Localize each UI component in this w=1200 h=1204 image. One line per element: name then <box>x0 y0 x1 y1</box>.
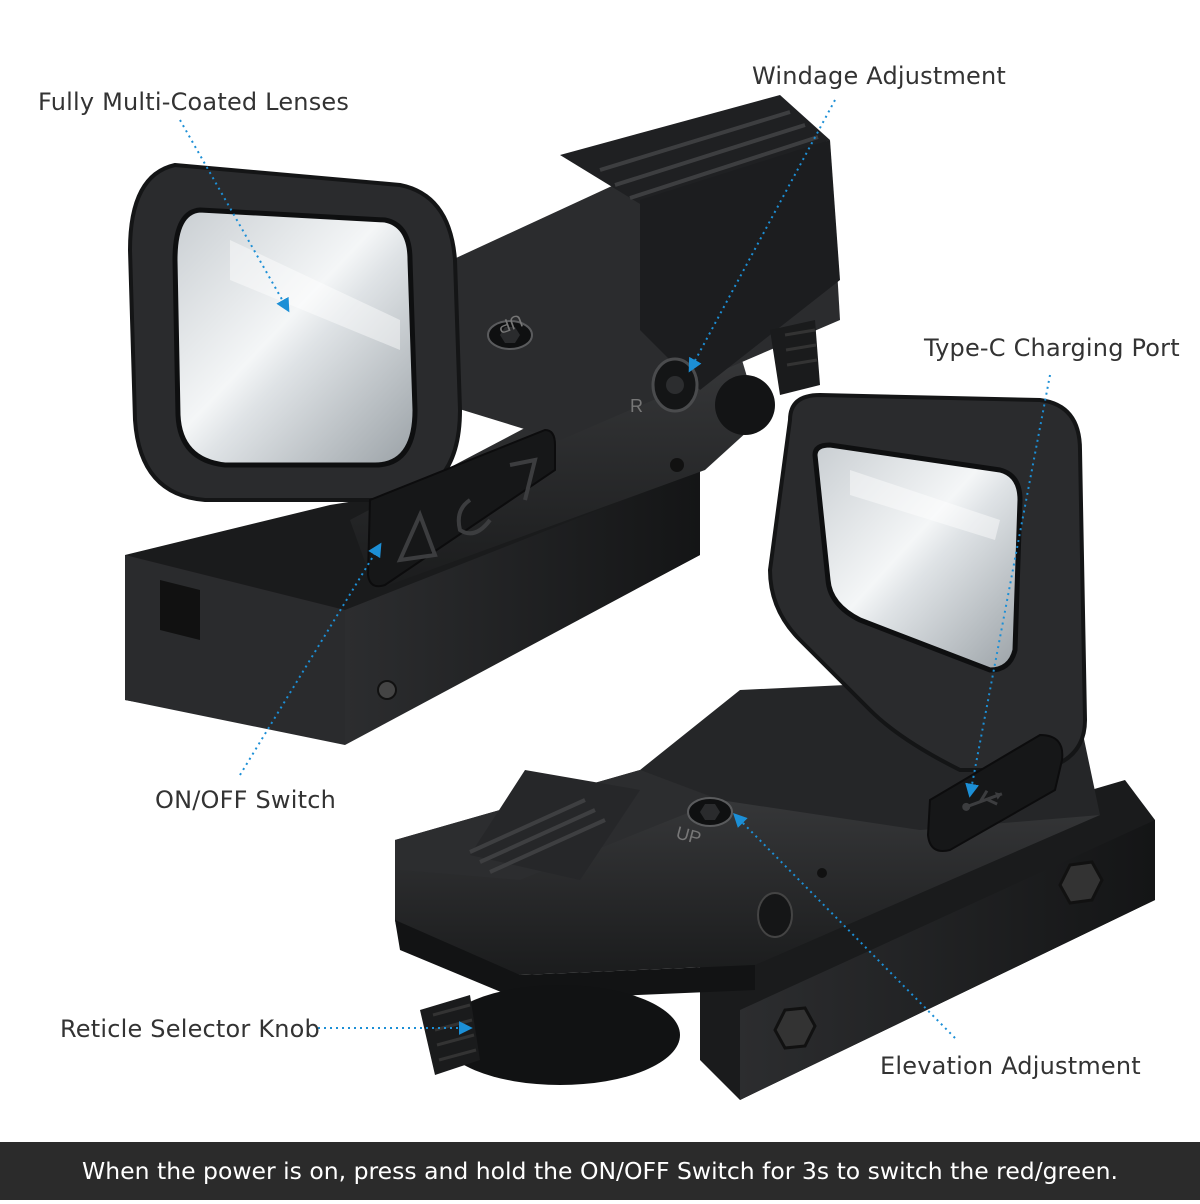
label-charging-port: Type-C Charging Port <box>924 334 1180 362</box>
label-reticle-knob: Reticle Selector Knob <box>60 1015 320 1043</box>
lens-top <box>172 207 418 468</box>
usb-icon <box>962 789 1003 811</box>
hex-screw-icon <box>773 1006 817 1050</box>
hex-screw-icon <box>1058 860 1104 905</box>
footer-note: When the power is on, press and hold the… <box>0 1142 1200 1200</box>
callout-line-lenses <box>179 119 290 313</box>
lens-bottom <box>812 442 1023 673</box>
windage-knob-bottom[interactable] <box>757 892 793 938</box>
hood <box>640 140 840 390</box>
label-windage: Windage Adjustment <box>752 62 1007 90</box>
reticle-base <box>440 985 680 1085</box>
label-elevation: Elevation Adjustment <box>880 1052 1141 1080</box>
callout-line-elevation <box>733 813 956 1039</box>
reticle-knob-top[interactable] <box>770 320 820 395</box>
front-rail <box>470 770 640 880</box>
engraving-r: R <box>630 396 643 416</box>
arrow-icon <box>396 509 438 563</box>
rail-side-face <box>345 470 700 745</box>
label-lenses: Fully Multi-Coated Lenses <box>38 88 350 116</box>
label-on-off-switch: ON/OFF Switch <box>155 786 337 814</box>
rail-screw <box>377 680 397 700</box>
sight-top: UP R <box>125 95 840 745</box>
type-c-port-cover[interactable] <box>926 733 1064 852</box>
callout-lines <box>179 99 1051 1039</box>
rail-slot <box>160 580 200 640</box>
rail-mount-side <box>740 820 1155 1100</box>
